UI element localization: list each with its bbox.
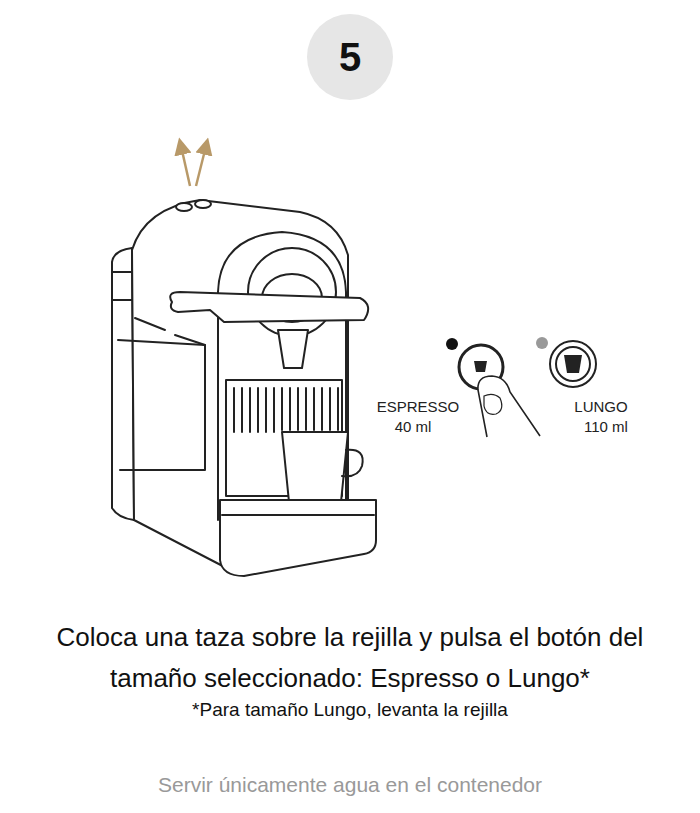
size-label: ESPRESSO <box>377 398 460 415</box>
volume-label: 110 ml <box>584 418 628 435</box>
volume-label: 40 ml <box>395 418 432 435</box>
lungo-dot <box>536 337 548 349</box>
espresso-dot <box>446 338 458 350</box>
water-tank <box>112 248 134 520</box>
step-number: 5 <box>339 35 361 80</box>
finger <box>478 376 540 437</box>
warning-note: Servir únicamente agua en el contenedor <box>158 773 542 797</box>
instruction-text: Coloca una taza sobre la rejilla y pulsa… <box>14 617 686 699</box>
footnote: *Para tamaño Lungo, levanta la rejilla <box>192 699 508 721</box>
size-label: LUNGO <box>574 398 627 415</box>
drip-tray <box>220 500 376 576</box>
step-circle: 5 <box>307 14 393 100</box>
lungo-button <box>550 341 596 387</box>
